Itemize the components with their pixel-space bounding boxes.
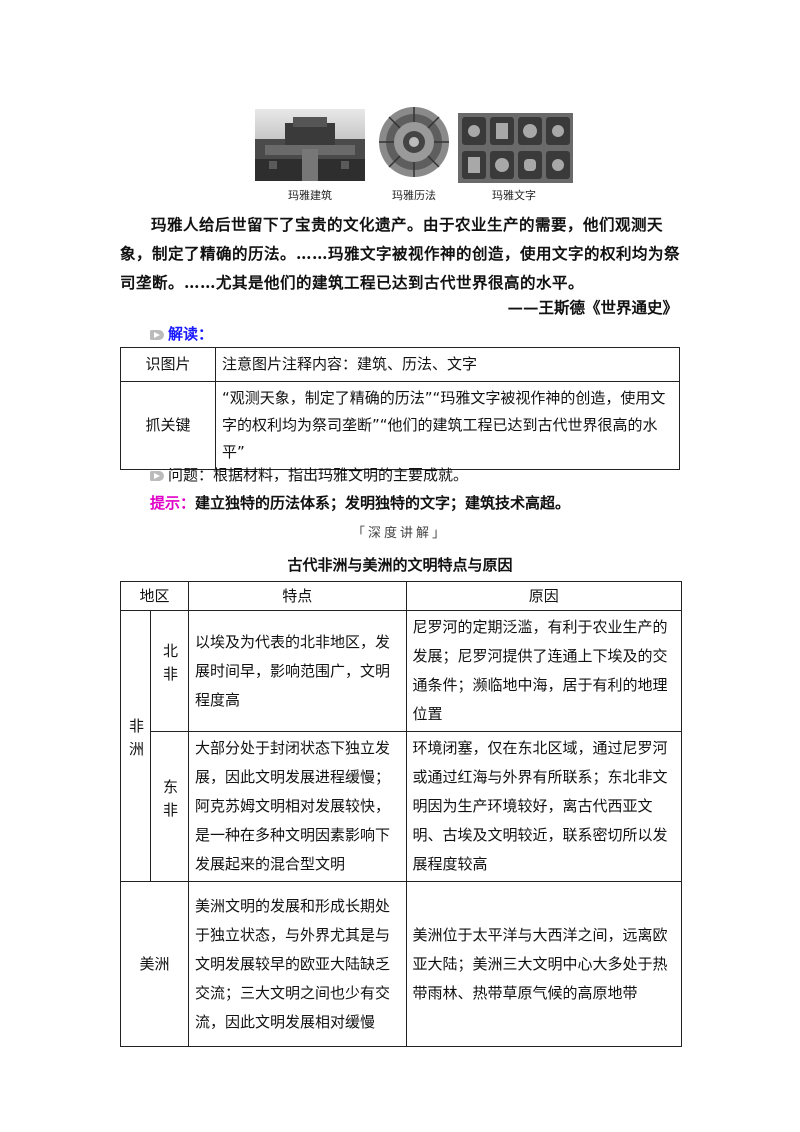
east-africa-reason: 环境闭塞，仅在东北区域，通过尼罗河或通过红海与外界有所联系；东北非文明因为生产环…: [405, 731, 683, 882]
america-label: 美洲: [120, 881, 189, 1047]
header-region: 地区: [120, 581, 189, 611]
material-paragraph: 玛雅人给后世留下了宝贵的文化遗产。由于农业生产的需要，他们观测天象，制定了精确的…: [120, 210, 680, 297]
header-reason: 原因: [405, 581, 683, 611]
table-header-row: 地区 特点 原因: [120, 581, 683, 611]
civilization-table: 地区 特点 原因 非洲 北非 以埃及为代表的北非地区，发展时间早，影响范围广，文…: [120, 581, 683, 1047]
interpretation-table: 识图片 注意图片注释内容：建筑、历法、文字 抓关键 “观测天象，制定了精确的历法…: [120, 347, 680, 470]
america-reason: 美洲位于太平洋与大西洋之间，远离欧亚大陆；美洲三大文明中心大多处于热带雨林、热带…: [405, 881, 683, 1047]
maya-calendar-image: [378, 104, 450, 180]
interpretation-label-row: 解读：: [150, 323, 213, 344]
question-label: 问题：: [168, 466, 214, 484]
maya-architecture-image: [255, 109, 365, 181]
material-text: 玛雅人给后世留下了宝贵的文化遗产。由于农业生产的需要，他们观测天象，制定了精确的…: [120, 215, 681, 292]
east-africa-cell: 东非: [150, 731, 189, 882]
material-source: ——王斯德《世界通史》: [507, 298, 678, 317]
table-cell-key: 识图片: [120, 347, 216, 382]
north-africa-label: 北非: [160, 643, 179, 689]
table-cell-value: 注意图片注释内容：建筑、历法、文字: [215, 347, 680, 382]
maya-script-image: [458, 113, 573, 183]
table-row: 抓关键 “观测天象，制定了精确的历法”“玛雅文字被视作神的创造，使用文字的权利均…: [120, 381, 680, 470]
america-feature: 美洲文明的发展和形成长期处于独立状态，与外界尤其是与文明发展较早的欧亚大陆缺乏交…: [187, 881, 407, 1047]
table-title: 古代非洲与美洲的文明特点与原因: [287, 556, 513, 574]
africa-label: 非洲: [127, 718, 145, 764]
arrow-icon: [150, 329, 164, 340]
interpretation-label: 解读：: [168, 325, 214, 343]
arrow-icon: [150, 470, 164, 481]
north-africa-reason: 尼罗河的定期泛滥，有利于农业生产的发展；尼罗河提供了连通上下埃及的交通条件；濒临…: [405, 610, 683, 732]
table-cell-value: “观测天象，制定了精确的历法”“玛雅文字被视作神的创造，使用文字的权利均为祭司垄…: [215, 381, 680, 470]
hint-text: 建立独特的历法体系；发明独特的文字；建筑技术高超。: [195, 494, 571, 512]
table-row: 东非 大部分处于封闭状态下独立发展，因此文明发展进程缓慢；阿克苏姆文明相对发展较…: [121, 731, 683, 882]
question-row: 问题：根据材料，指出玛雅文明的主要成就。: [150, 464, 468, 485]
table-row: 美洲 美洲文明的发展和形成长期处于独立状态，与外界尤其是与文明发展较早的欧亚大陆…: [120, 881, 683, 1047]
east-africa-feature: 大部分处于封闭状态下独立发展，因此文明发展进程缓慢；阿克苏姆文明相对发展较快，是…: [187, 731, 407, 882]
table-cell-key: 抓关键: [120, 381, 216, 470]
section-header: 「深度讲解」: [351, 526, 448, 541]
hint-row: 提示：建立独特的历法体系；发明独特的文字；建筑技术高超。: [150, 492, 570, 513]
africa-cell: 非洲: [120, 610, 151, 882]
image-caption-calendar: 玛雅历法: [392, 189, 436, 202]
header-feature: 特点: [187, 581, 407, 611]
image-caption-architecture: 玛雅建筑: [288, 189, 332, 202]
question-text: 根据材料，指出玛雅文明的主要成就。: [213, 466, 469, 484]
east-africa-label: 东非: [160, 778, 179, 825]
north-africa-feature: 以埃及为代表的北非地区，发展时间早，影响范围广，文明程度高: [187, 610, 407, 732]
hint-label: 提示：: [150, 494, 196, 512]
table-row: 非洲 北非 以埃及为代表的北非地区，发展时间早，影响范围广，文明程度高 尼罗河的…: [120, 610, 683, 882]
north-africa-cell: 北非: [150, 610, 189, 732]
image-caption-script: 玛雅文字: [492, 189, 536, 202]
table-row: 识图片 注意图片注释内容：建筑、历法、文字: [120, 347, 680, 382]
